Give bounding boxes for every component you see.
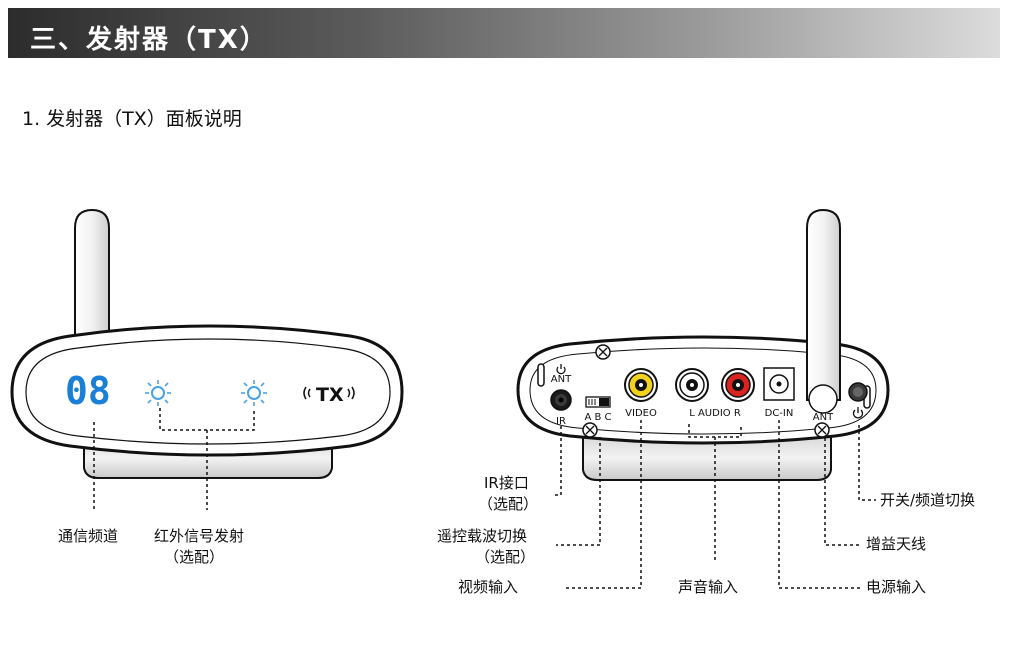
power-icon: [556, 364, 566, 375]
port-label-ir: IR: [556, 416, 566, 427]
dc-in-jack: [763, 367, 795, 401]
label-ir-port-note: （选配）: [478, 495, 538, 513]
port-label-video: VIDEO: [625, 408, 657, 419]
label-ir-emit-note: （选配）: [164, 548, 224, 566]
label-channel: 通信频道: [58, 527, 118, 545]
audio-left-rca-jack: [675, 368, 709, 402]
channel-display: 08: [65, 369, 111, 413]
front-body-bezel: [25, 338, 391, 445]
port-label-audio: L AUDIO R: [689, 408, 741, 419]
power-icon: [852, 407, 864, 419]
panel-description-title: 1. 发射器（TX）面板说明: [22, 108, 242, 130]
back-panel: ANT IR A B C VIDEO: [437, 208, 975, 596]
jack-icon: [550, 389, 572, 411]
label-power-channel: 开关/频道切换: [880, 491, 975, 509]
section-header-title: 三、发射器（TX）: [30, 25, 268, 55]
led-icon: [241, 380, 267, 406]
label-power-in: 电源输入: [866, 578, 926, 596]
label-video-in: 视频输入: [458, 578, 518, 596]
antenna-icon: [74, 208, 110, 349]
antenna-icon: [806, 208, 841, 414]
front-panel: 08 TX: [10, 208, 404, 566]
screw-icon: [582, 422, 598, 438]
label-ir-emit: 红外信号发射: [154, 527, 244, 545]
led-icon: [145, 380, 171, 406]
power-channel-button: [848, 382, 868, 402]
remote-carrier-switch: [585, 396, 611, 408]
screw-icon: [595, 344, 611, 360]
screw-icon: [814, 422, 830, 438]
section-header-bar: 三、发射器（TX）: [8, 8, 1000, 58]
label-ir-port: IR接口: [484, 474, 529, 492]
video-rca-jack: [624, 368, 658, 402]
port-label-ant: ANT: [813, 412, 834, 423]
label-remote-switch-note: （选配）: [475, 548, 535, 566]
tx-logo: TX: [316, 384, 344, 406]
port-label-ant-top: ANT: [551, 374, 572, 385]
left-slot: [537, 363, 545, 387]
audio-right-rca-jack: [721, 368, 755, 402]
port-label-dcin: DC-IN: [765, 408, 794, 419]
wireless-icon: [303, 386, 355, 400]
label-audio-in: 声音输入: [678, 578, 738, 596]
port-label-abc: A B C: [584, 412, 611, 423]
label-gain-antenna: 增益天线: [866, 535, 926, 553]
back-base-stand: [582, 435, 832, 481]
label-remote-switch: 遥控载波切换: [437, 527, 527, 545]
